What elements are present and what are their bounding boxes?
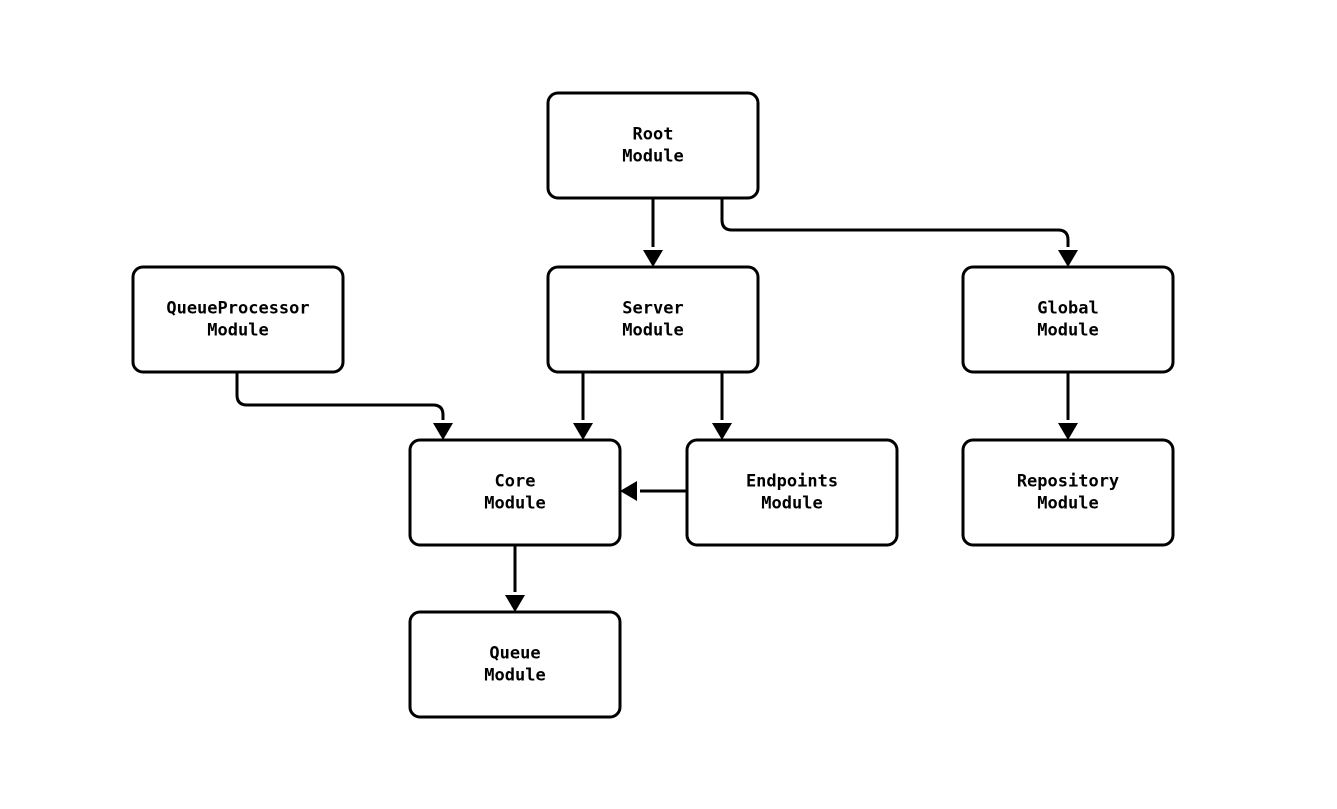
edge-root-to-global bbox=[720, 198, 1078, 267]
node-label-line1-core: Core bbox=[495, 472, 536, 492]
node-label-line2-queueprocessor: Module bbox=[207, 321, 268, 341]
node-label-line2-root: Module bbox=[622, 147, 683, 167]
arrowhead-icon-root-to-global bbox=[1058, 250, 1078, 267]
arrowhead-icon-root-to-server bbox=[643, 250, 663, 267]
node-label-line2-server: Module bbox=[622, 321, 683, 341]
node-box-endpoints[interactable] bbox=[685, 438, 899, 547]
arrowhead-icon-server-to-endpoints bbox=[712, 423, 732, 440]
edges-layer bbox=[235, 198, 1078, 612]
node-label-line1-queue: Queue bbox=[489, 644, 540, 664]
node-label-line2-endpoints: Module bbox=[761, 494, 822, 514]
arrowhead-icon-core-to-queue bbox=[505, 595, 525, 612]
node-label-line2-repository: Module bbox=[1037, 494, 1098, 514]
node-label-line1-repository: Repository bbox=[1017, 472, 1119, 492]
edge-line-queueprocessor-to-core bbox=[235, 372, 445, 420]
arrowhead-icon-endpoints-to-core bbox=[620, 481, 637, 501]
edge-root-to-server bbox=[643, 198, 663, 267]
node-box-root[interactable] bbox=[546, 91, 760, 200]
node-label-line1-server: Server bbox=[622, 299, 683, 319]
node-box-server[interactable] bbox=[546, 265, 760, 374]
edge-server-to-endpoints bbox=[712, 372, 732, 440]
node-box-queue[interactable] bbox=[408, 610, 622, 719]
arrowhead-icon-server-to-core bbox=[573, 423, 593, 440]
edge-server-to-core bbox=[573, 372, 593, 440]
node-box-repository[interactable] bbox=[961, 438, 1175, 547]
edge-line-root-to-global bbox=[720, 198, 1070, 247]
node-label-line1-endpoints: Endpoints bbox=[746, 472, 838, 492]
node-box-queueprocessor[interactable] bbox=[131, 265, 345, 374]
node-label-line1-queueprocessor: QueueProcessor bbox=[166, 299, 309, 319]
edge-endpoints-to-core bbox=[620, 481, 687, 501]
node-label-line2-queue: Module bbox=[484, 666, 545, 686]
edge-queueprocessor-to-core bbox=[235, 372, 453, 440]
node-box-global[interactable] bbox=[961, 265, 1175, 374]
node-label-line2-global: Module bbox=[1037, 321, 1098, 341]
node-label-line1-root: Root bbox=[633, 125, 674, 145]
arrowhead-icon-global-to-repository bbox=[1058, 423, 1078, 440]
node-box-core[interactable] bbox=[408, 438, 622, 547]
edge-core-to-queue bbox=[505, 545, 525, 612]
nodes-layer: RootModuleQueueProcessorModuleServerModu… bbox=[131, 91, 1175, 719]
edge-global-to-repository bbox=[1058, 372, 1078, 440]
node-label-line2-core: Module bbox=[484, 494, 545, 514]
node-label-line1-global: Global bbox=[1037, 299, 1098, 319]
arrowhead-icon-queueprocessor-to-core bbox=[433, 423, 453, 440]
